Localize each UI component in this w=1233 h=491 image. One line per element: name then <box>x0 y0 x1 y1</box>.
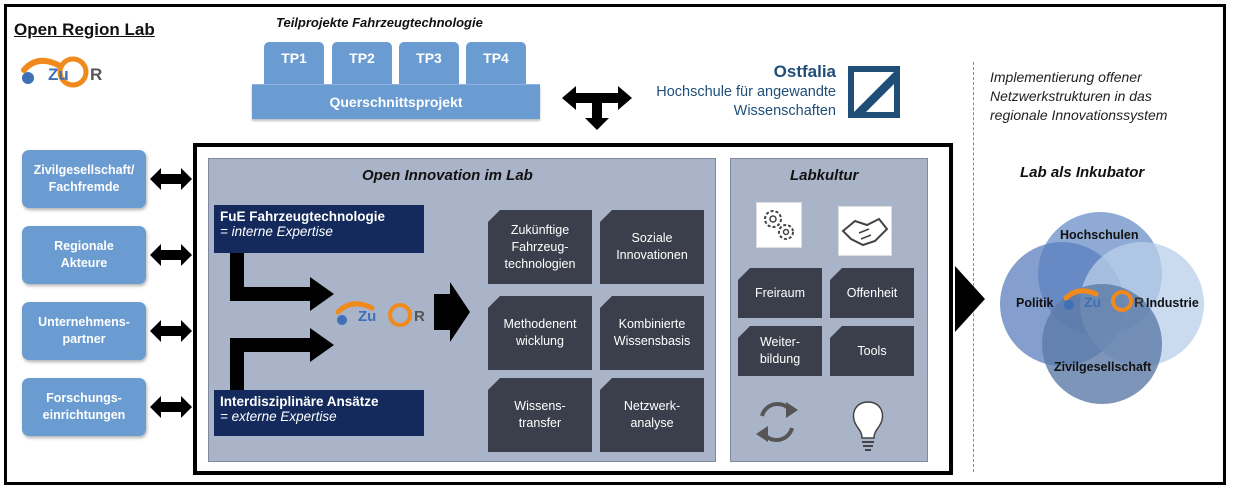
tile-label: Soziale <box>631 231 673 245</box>
external-subtitle: = externe Expertise <box>220 409 337 424</box>
tile-label: Weiter- <box>759 335 801 349</box>
external-title: Interdisziplinäre Ansätze <box>220 394 379 409</box>
handshake-icon <box>838 206 892 256</box>
tile-label: technologien <box>504 256 576 271</box>
tile-label: Methodenent <box>503 317 577 331</box>
tile-methodenentwicklung: Methodenent wicklung <box>488 296 592 370</box>
venn-label-hochschulen: Hochschulen <box>1060 228 1139 242</box>
venn-diagram <box>992 196 1220 421</box>
svg-text:Zu: Zu <box>48 65 69 84</box>
venn-label-politik: Politik <box>1016 296 1054 310</box>
actor-label: Fachfremde <box>48 180 120 194</box>
tile-freiraum: Freiraum <box>738 268 822 318</box>
tile-label: Wissensbasis <box>613 334 691 348</box>
big-right-arrow-icon <box>955 266 985 337</box>
tile-label: wicklung <box>516 334 564 348</box>
gears-icon <box>756 202 802 248</box>
tile-label: Freiraum <box>754 285 805 300</box>
implementation-line: regionale Innovationssystem <box>990 107 1168 123</box>
recycle-arrows-icon <box>752 396 802 453</box>
ostfalia-name: Ostfalia <box>773 62 836 81</box>
internal-expertise-box: FuE Fahrzeugtechnologie = interne Expert… <box>214 205 424 253</box>
inkubator-title: Lab als Inkubator <box>1020 164 1145 181</box>
tile-label: Fahrzeug- <box>511 239 569 254</box>
ostfalia-line2: Wissenschaften <box>733 103 836 119</box>
page-title: Open Region Lab <box>14 20 155 39</box>
tp-box: TP3 <box>399 42 459 84</box>
ostfalia-line1: Hochschule für angewandte <box>656 84 836 100</box>
venn-label-industrie: Industrie <box>1146 296 1199 310</box>
double-arrow-icon <box>150 396 192 423</box>
tile-label: Zukünftige <box>510 222 570 237</box>
querschnittsprojekt-bar: Querschnittsprojekt <box>252 84 540 119</box>
elbow-arrow-up-icon <box>230 328 334 395</box>
tile-wissenstransfer: Wissens-transfer <box>488 378 592 452</box>
external-expertise-box: Interdisziplinäre Ansätze = externe Expe… <box>214 390 424 436</box>
divider-line <box>973 62 974 472</box>
actor-label: partner <box>62 332 106 346</box>
double-arrow-icon <box>150 320 192 347</box>
svg-text:Zu: Zu <box>1084 294 1101 310</box>
tile-label: Wissens- <box>514 399 566 413</box>
zufor-logo: Zu R <box>18 52 128 97</box>
tp-box: TP1 <box>264 42 324 84</box>
svg-text:R: R <box>1134 294 1144 310</box>
tile-label: transfer <box>518 416 562 430</box>
actor-label: Zivilgesellschaft/ <box>33 163 135 177</box>
tile-label: Kombinierte <box>618 317 686 331</box>
lightbulb-icon <box>848 398 888 461</box>
t-arrow-icon <box>562 84 632 137</box>
actor-label: Forschungs- <box>46 391 122 405</box>
tile-label: bildung <box>759 352 801 366</box>
outer-frame <box>4 4 1226 485</box>
implementation-line: Implementierung offener <box>990 69 1142 85</box>
venn-label-zivilgesellschaft: Zivilgesellschaft <box>1054 360 1152 374</box>
tile-label: Netzwerk- <box>623 399 681 413</box>
implementation-line: Netzwerkstrukturen in das <box>990 88 1152 104</box>
open-innovation-title: Open Innovation im Lab <box>362 167 533 184</box>
tp-box: TP4 <box>466 42 526 84</box>
actor-box-forschung: Forschungs-einrichtungen <box>22 378 146 436</box>
internal-title: FuE Fahrzeugtechnologie <box>220 209 386 224</box>
zufor-logo-venn: Zu R <box>1062 286 1146 321</box>
tile-offenheit: Offenheit <box>830 268 914 318</box>
svg-text:R: R <box>90 65 102 84</box>
ostfalia-logo-icon <box>848 66 900 123</box>
tile-netzwerkanalyse: Netzwerk-analyse <box>600 378 704 452</box>
actor-label: Unternehmens- <box>38 315 130 329</box>
tile-label: analyse <box>630 416 674 430</box>
tile-label: Tools <box>857 343 887 358</box>
actor-label: Akteure <box>60 256 108 270</box>
tile-label: Innovationen <box>616 248 688 262</box>
tile-weiterbildung: Weiter-bildung <box>738 326 822 376</box>
tile-tools: Tools <box>830 326 914 376</box>
actor-box-unternehmen: Unternehmens-partner <box>22 302 146 360</box>
svg-text:R: R <box>414 308 425 325</box>
internal-subtitle: = interne Expertise <box>220 224 333 239</box>
zufor-logo-center: Zu R <box>334 296 426 337</box>
svg-text:Zu: Zu <box>358 308 376 325</box>
double-arrow-icon <box>150 244 192 271</box>
actor-label: Regionale <box>54 239 114 253</box>
actor-box-zivilgesellschaft: Zivilgesellschaft/Fachfremde <box>22 150 146 208</box>
labkultur-title: Labkultur <box>790 167 859 184</box>
elbow-arrow-down-icon <box>230 253 334 316</box>
tile-label: Offenheit <box>846 285 898 300</box>
implementation-text: Implementierung offener Netzwerkstruktur… <box>990 68 1220 125</box>
subprojects-title: Teilprojekte Fahrzeugtechnologie <box>276 15 483 30</box>
actor-label: einrichtungen <box>42 408 126 422</box>
double-arrow-icon <box>150 168 192 195</box>
tp-box: TP2 <box>332 42 392 84</box>
right-arrow-icon <box>434 282 470 347</box>
